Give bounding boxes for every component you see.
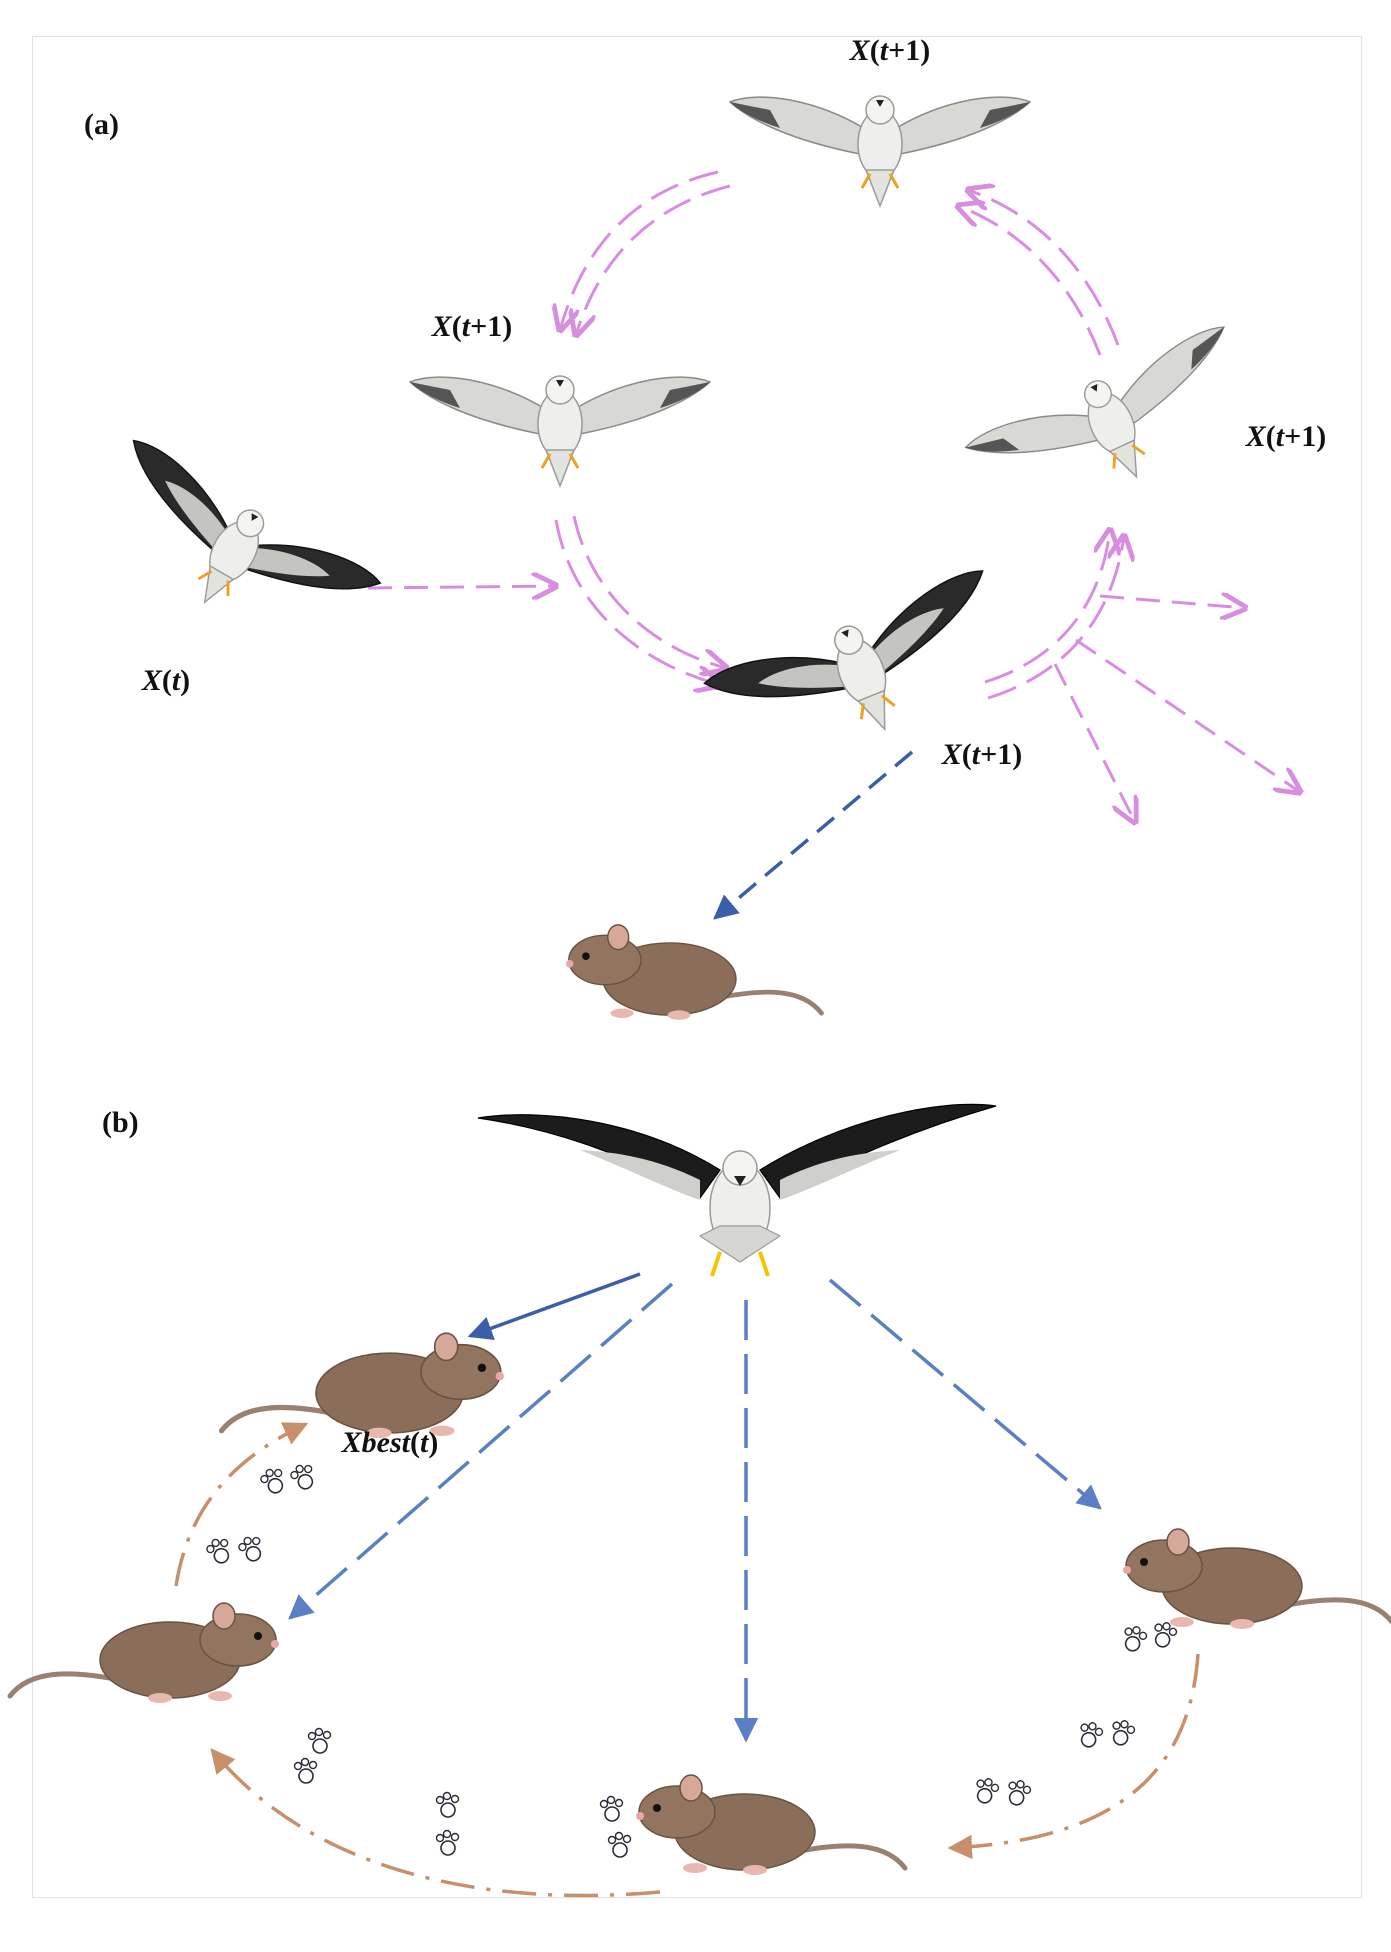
kite-top-position — [728, 94, 1032, 208]
attack-arrow-a — [713, 750, 914, 920]
label-xt1-left: X(t+1) — [431, 310, 512, 343]
panel-b-label: (b) — [102, 1106, 139, 1139]
kite-current — [79, 435, 384, 675]
orbit-paths — [556, 170, 1124, 700]
label-xt1-bottom: X(t+1) — [941, 738, 1022, 771]
rodent-bottom — [636, 1775, 905, 1875]
scatter-arrows — [367, 586, 1300, 822]
rodent-escape-paths — [174, 1422, 1200, 1898]
rodent-best — [222, 1333, 504, 1438]
kite-right-position — [961, 320, 1268, 539]
kite-left-position — [408, 374, 712, 488]
rodent-prey-a — [566, 925, 822, 1020]
figure-frame — [32, 36, 1362, 1898]
label-xt: X(t) — [141, 664, 190, 697]
attack-arrows-b — [288, 1272, 1102, 1743]
label-xbest: Xbest(t) — [341, 1426, 439, 1459]
panel-a-label: (a) — [84, 108, 119, 141]
label-xt1-right: X(t+1) — [1245, 420, 1326, 453]
label-xt1-top: X(t+1) — [849, 34, 930, 67]
kite-hunting — [477, 1103, 997, 1277]
rodent-left — [10, 1603, 279, 1703]
rodent-right — [1123, 1529, 1391, 1629]
